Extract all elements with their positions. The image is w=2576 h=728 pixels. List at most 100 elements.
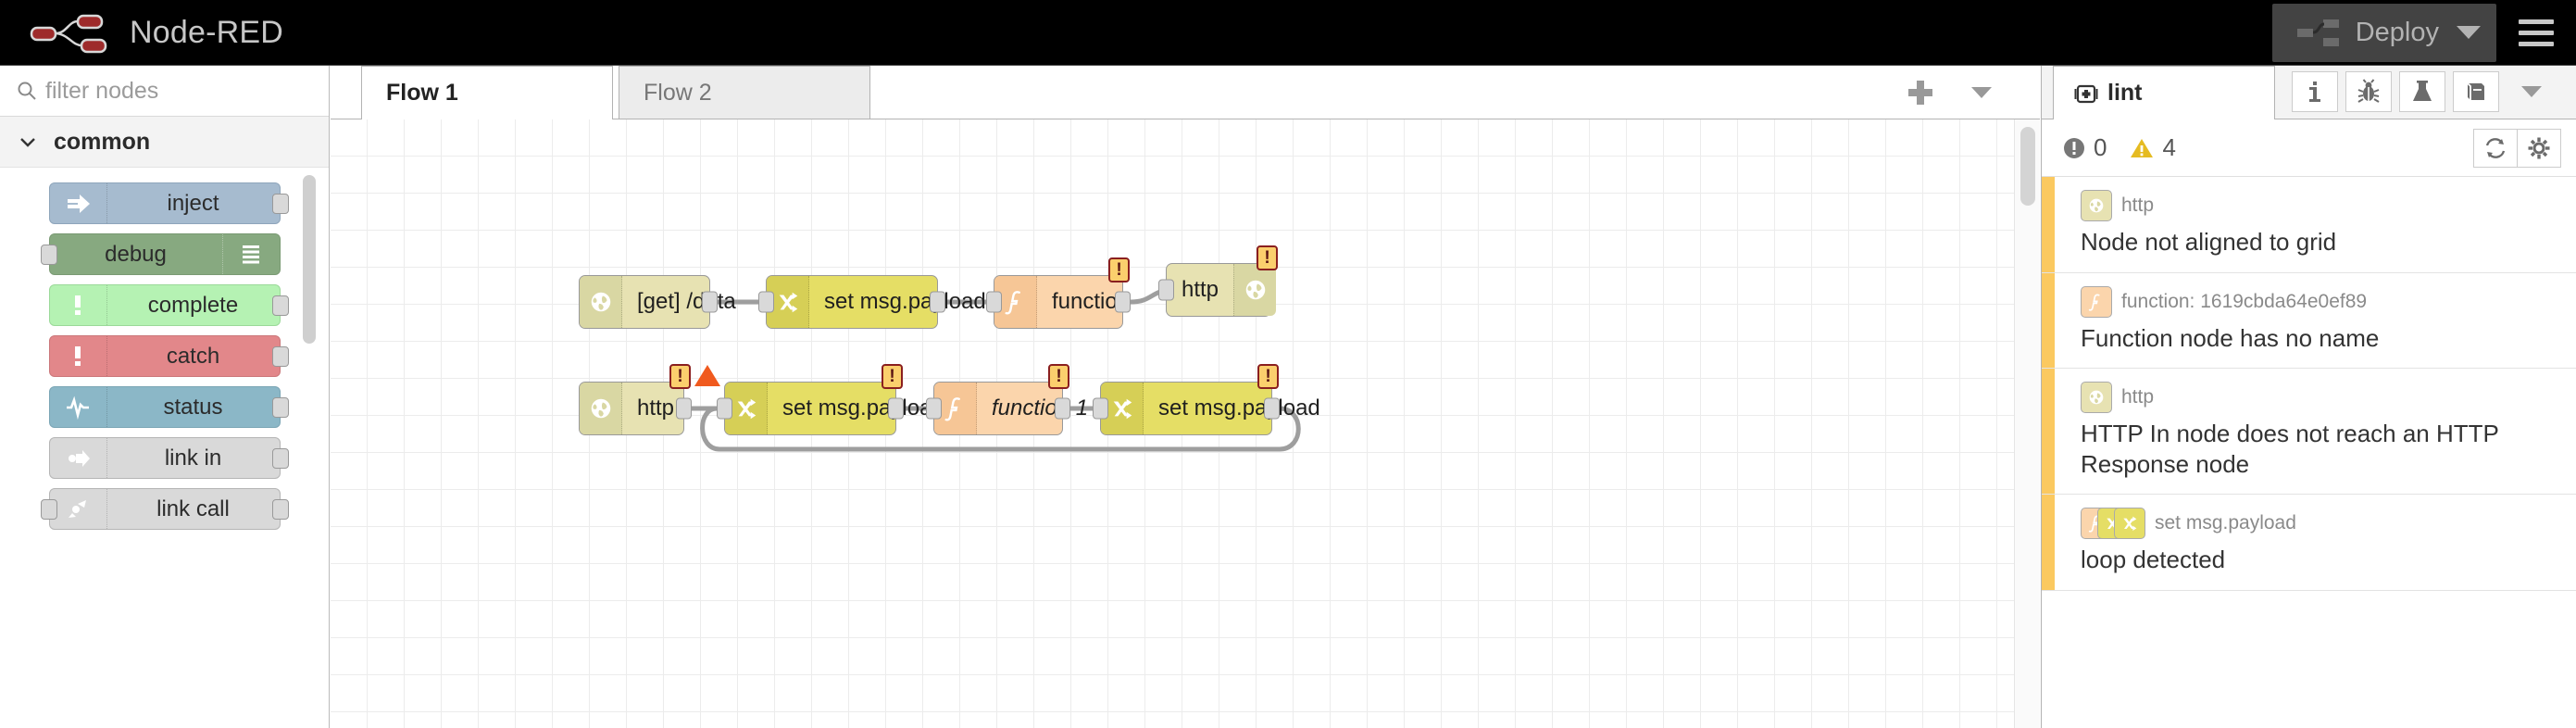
palette-category-label: common <box>54 128 151 155</box>
tab-label: Flow 2 <box>644 79 712 106</box>
link-call-icon <box>69 499 86 518</box>
globe-icon-wrap <box>2081 190 2112 221</box>
arrow-right-icon <box>68 194 90 213</box>
lint-warning-count: 4 <box>2162 133 2176 161</box>
palette-node-link-call[interactable]: link call <box>40 488 289 530</box>
lint-item[interactable]: set msg.payload loop detected <box>2042 495 2576 591</box>
palette-port-out[interactable] <box>271 396 289 418</box>
deploy-button[interactable]: Deploy <box>2271 3 2496 62</box>
lint-item-header: http <box>2081 190 2556 221</box>
flow-node-n2[interactable]: set msg.payload <box>758 275 986 329</box>
globe-icon-wrap <box>580 276 622 328</box>
flow-port-out[interactable] <box>676 397 692 420</box>
lint-item-header: set msg.payload <box>2081 508 2556 539</box>
sidebar-tabbar: lint <box>2042 66 2576 119</box>
lint-refresh-button[interactable] <box>2473 128 2518 168</box>
node-error-badge[interactable]: ! <box>1108 257 1130 282</box>
flow-node-n8[interactable]: set msg.payload! <box>1093 364 1320 435</box>
sidebar-more-button[interactable] <box>2521 86 2542 97</box>
palette-node-label: complete <box>147 292 239 318</box>
palette-category-common[interactable]: common <box>0 117 329 168</box>
palette-port-out[interactable] <box>271 295 289 316</box>
hamburger-menu-icon[interactable] <box>2496 0 2576 66</box>
flow-node-n5[interactable]: http! <box>579 364 720 435</box>
palette-node-complete[interactable]: complete <box>48 284 289 326</box>
function-icon <box>2088 294 2100 311</box>
tab-flow-1[interactable]: Flow 1 <box>361 66 613 119</box>
flow-wires <box>691 287 1301 452</box>
shuffle-icon <box>2123 516 2137 531</box>
sidebar-info-button[interactable] <box>2292 71 2338 112</box>
lint-item[interactable]: http HTTP In node does not reach an HTTP… <box>2042 369 2576 495</box>
palette-node-status[interactable]: status <box>48 386 289 428</box>
flow-port-out[interactable] <box>888 397 904 420</box>
flow-port-in[interactable] <box>926 397 942 420</box>
flow-port-out[interactable] <box>1115 291 1131 313</box>
palette-node-debug[interactable]: debug <box>40 233 281 275</box>
node-error-badge[interactable]: ! <box>1048 364 1069 389</box>
palette-port-out[interactable] <box>271 447 289 469</box>
globe-icon-wrap <box>1233 264 1277 316</box>
tab-flow-2[interactable]: Flow 2 <box>619 66 870 119</box>
lint-node-icons <box>2081 285 2112 318</box>
lint-status-bar: 0 4 <box>2042 119 2576 177</box>
flow-node-n1[interactable]: [get] /data <box>579 275 736 329</box>
sidebar-help-button[interactable] <box>2453 71 2499 112</box>
chevron-down-icon <box>1971 86 1992 98</box>
flow-node-n6[interactable]: set msg.payload! <box>717 364 944 435</box>
flow-node-n3[interactable]: function! <box>986 257 1131 329</box>
exclamation-icon <box>75 345 81 366</box>
lint-settings-button[interactable] <box>2517 128 2561 168</box>
sidebar-context-button[interactable] <box>2399 71 2445 112</box>
palette-node-link-in[interactable]: link in <box>48 437 289 479</box>
sidebar-tab-lint[interactable]: lint <box>2053 66 2275 119</box>
deploy-dropdown-button[interactable] <box>2439 3 2496 62</box>
flow-port-out[interactable] <box>702 291 718 313</box>
add-flow-button[interactable] <box>1890 66 1951 119</box>
flow-port-in[interactable] <box>1158 279 1174 301</box>
palette-search-bar[interactable] <box>0 66 329 117</box>
flow-port-in[interactable] <box>986 291 1002 313</box>
flow-menu-button[interactable] <box>1951 66 2012 119</box>
palette-port-out[interactable] <box>271 498 289 520</box>
palette-scrollbar[interactable] <box>303 175 316 344</box>
node-error-badge[interactable]: ! <box>1257 245 1278 270</box>
flow-node-label: http <box>1182 277 1219 302</box>
lint-error-count: 0 <box>2094 133 2107 161</box>
palette-node-inject[interactable]: inject <box>48 182 289 224</box>
workspace: Flow 1 Flow 2 <box>331 66 2040 728</box>
flow-port-in[interactable] <box>1093 397 1108 420</box>
flow-node-n7[interactable]: function 1! <box>926 364 1088 435</box>
node-palette: common inject debug complete catch status lin… <box>0 66 330 728</box>
flow-port-out[interactable] <box>1264 397 1280 420</box>
node-error-badge[interactable]: ! <box>669 364 691 389</box>
first-aid-kit-icon <box>2074 84 2098 103</box>
shuffle-icon <box>1113 398 1132 420</box>
flow-port-in[interactable] <box>758 291 774 313</box>
sidebar-debug-button[interactable] <box>2345 71 2392 112</box>
header-actions: Deploy <box>2271 0 2576 66</box>
node-error-badge[interactable]: ! <box>882 364 903 389</box>
flow-node-n4[interactable]: http ! <box>1158 245 1278 317</box>
palette-node-label: status <box>163 394 223 420</box>
flow-port-in[interactable] <box>717 397 732 420</box>
flow-port-out[interactable] <box>1055 397 1070 420</box>
lint-item[interactable]: http Node not aligned to grid <box>2042 177 2576 273</box>
palette-port-out[interactable] <box>271 193 289 214</box>
search-input[interactable] <box>45 77 286 105</box>
palette-port-out[interactable] <box>271 345 289 367</box>
node-warning-badge[interactable] <box>694 365 720 386</box>
link-in-icon-wrap <box>50 438 107 478</box>
link-in-icon <box>69 449 90 467</box>
palette-port-in[interactable] <box>40 498 57 520</box>
app-header: Node-RED Deploy <box>0 0 2576 66</box>
node-error-badge[interactable]: ! <box>1257 364 1279 389</box>
lint-item[interactable]: function: 1619cbda64e0ef89 Function node… <box>2042 272 2576 369</box>
flow-port-out[interactable] <box>930 291 945 313</box>
palette-port-in[interactable] <box>40 244 57 265</box>
flow-node-label: set msg.payload <box>782 395 944 420</box>
canvas-vertical-scrollbar[interactable] <box>2020 127 2035 206</box>
palette-node-catch[interactable]: catch <box>48 335 289 377</box>
chevron-down-icon <box>20 138 35 147</box>
